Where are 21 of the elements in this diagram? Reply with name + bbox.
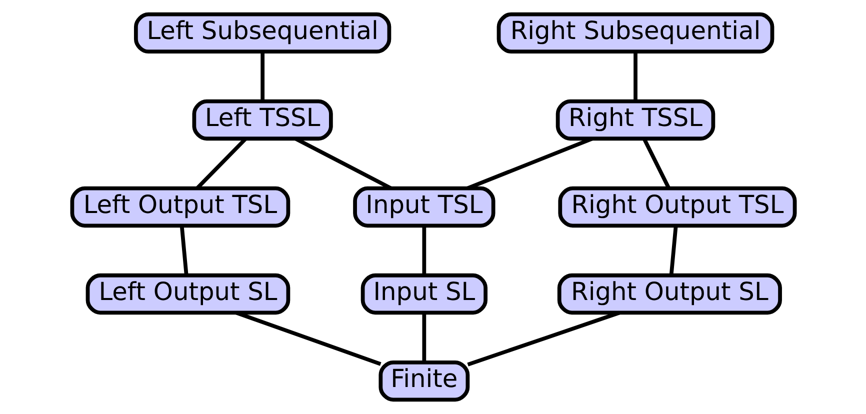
node-box: Right Subsequential <box>496 12 774 54</box>
connector <box>235 310 381 366</box>
node-box: Input SL <box>360 273 487 315</box>
connector <box>633 52 637 102</box>
connector <box>179 226 188 276</box>
node-box: Right Output SL <box>556 273 782 315</box>
node-box: Left Output SL <box>85 273 290 315</box>
node-box: Right Output TSL <box>558 186 796 228</box>
node-box: Left Output TSL <box>70 186 290 228</box>
node-box: Input TSL <box>352 186 495 228</box>
node-box: Left TSSL <box>192 99 332 141</box>
connector <box>260 52 264 102</box>
node-box: Finite <box>378 360 470 402</box>
connector <box>466 310 620 366</box>
connector <box>195 138 246 190</box>
connector <box>422 312 426 362</box>
connector <box>668 226 678 276</box>
connector <box>422 226 426 276</box>
node-box: Right TSSL <box>555 99 715 141</box>
node-box: Left Subsequential <box>133 12 391 54</box>
connector <box>642 138 670 189</box>
